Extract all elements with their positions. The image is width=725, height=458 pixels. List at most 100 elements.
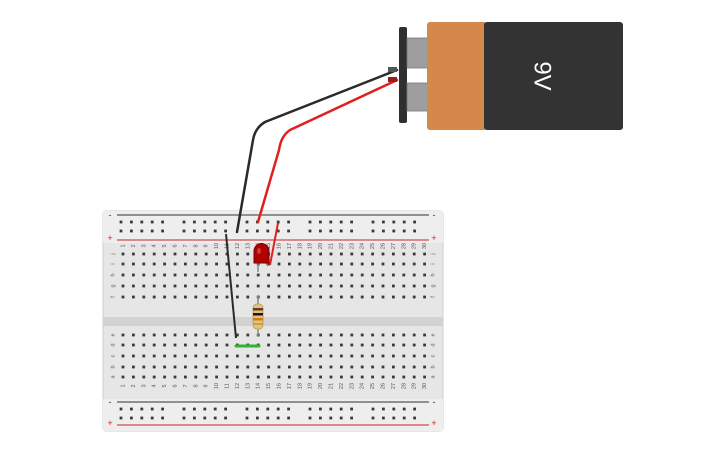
terminal-hole-g25[interactable] bbox=[371, 284, 374, 288]
terminal-hole-b28[interactable] bbox=[402, 365, 406, 369]
terminal-hole-a10[interactable] bbox=[215, 375, 218, 379]
terminal-hole-j1[interactable] bbox=[121, 252, 125, 256]
terminal-hole-b23[interactable] bbox=[350, 365, 354, 369]
terminal-hole-a4[interactable] bbox=[152, 375, 156, 379]
terminal-hole-f28[interactable] bbox=[402, 295, 406, 299]
terminal-hole-g15[interactable] bbox=[267, 284, 270, 288]
terminal-hole-g21[interactable] bbox=[329, 284, 333, 288]
terminal-hole-i11[interactable] bbox=[225, 262, 229, 266]
terminal-hole-g2[interactable] bbox=[132, 284, 135, 288]
terminal-hole-j10[interactable] bbox=[215, 252, 218, 256]
rail-hole[interactable] bbox=[392, 229, 396, 233]
rail-hole[interactable] bbox=[245, 220, 249, 224]
terminal-hole-c17[interactable] bbox=[288, 354, 291, 358]
terminal-hole-h24[interactable] bbox=[360, 273, 364, 277]
terminal-hole-f13[interactable] bbox=[246, 295, 250, 299]
terminal-hole-c28[interactable] bbox=[402, 354, 406, 358]
rail-hole[interactable] bbox=[182, 416, 186, 420]
terminal-hole-g16[interactable] bbox=[277, 284, 281, 288]
terminal-hole-i20[interactable] bbox=[319, 262, 322, 266]
terminal-hole-h25[interactable] bbox=[371, 273, 374, 277]
terminal-hole-f20[interactable] bbox=[319, 295, 322, 299]
terminal-hole-b11[interactable] bbox=[225, 365, 229, 369]
terminal-hole-h7[interactable] bbox=[184, 273, 187, 277]
rail-hole[interactable] bbox=[350, 220, 353, 224]
terminal-hole-h22[interactable] bbox=[340, 273, 343, 277]
terminal-hole-i30[interactable] bbox=[423, 262, 426, 266]
terminal-hole-d3[interactable] bbox=[142, 343, 146, 347]
terminal-hole-b20[interactable] bbox=[319, 365, 322, 369]
terminal-hole-d17[interactable] bbox=[288, 343, 291, 347]
terminal-hole-c13[interactable] bbox=[246, 354, 250, 358]
terminal-hole-h13[interactable] bbox=[246, 273, 250, 277]
rail-hole[interactable] bbox=[319, 407, 322, 411]
terminal-hole-d1[interactable] bbox=[121, 343, 125, 347]
terminal-hole-e17[interactable] bbox=[288, 333, 291, 337]
terminal-hole-c3[interactable] bbox=[142, 354, 146, 358]
terminal-hole-e25[interactable] bbox=[371, 333, 374, 337]
terminal-hole-e6[interactable] bbox=[173, 333, 177, 337]
terminal-hole-c27[interactable] bbox=[392, 354, 395, 358]
terminal-hole-d28[interactable] bbox=[402, 343, 406, 347]
rail-hole[interactable] bbox=[413, 416, 416, 420]
rail-hole[interactable] bbox=[245, 416, 249, 420]
rail-hole[interactable] bbox=[224, 220, 227, 224]
terminal-hole-b15[interactable] bbox=[267, 365, 270, 369]
terminal-hole-c2[interactable] bbox=[132, 354, 135, 358]
terminal-hole-f22[interactable] bbox=[340, 295, 343, 299]
terminal-hole-h17[interactable] bbox=[288, 273, 291, 277]
rail-hole[interactable] bbox=[140, 229, 144, 233]
terminal-hole-b27[interactable] bbox=[392, 365, 395, 369]
terminal-hole-g7[interactable] bbox=[184, 284, 187, 288]
terminal-hole-a9[interactable] bbox=[204, 375, 208, 379]
terminal-hole-c10[interactable] bbox=[215, 354, 218, 358]
terminal-hole-e15[interactable] bbox=[267, 333, 270, 337]
rail-hole[interactable] bbox=[339, 229, 343, 233]
terminal-hole-b24[interactable] bbox=[360, 365, 364, 369]
terminal-hole-j28[interactable] bbox=[402, 252, 406, 256]
terminal-hole-h1[interactable] bbox=[121, 273, 125, 277]
terminal-hole-b13[interactable] bbox=[246, 365, 250, 369]
terminal-hole-j26[interactable] bbox=[381, 252, 385, 256]
rail-hole[interactable] bbox=[371, 229, 375, 233]
terminal-hole-b4[interactable] bbox=[152, 365, 156, 369]
resistor[interactable] bbox=[252, 296, 264, 336]
terminal-hole-g26[interactable] bbox=[381, 284, 385, 288]
rail-hole[interactable] bbox=[213, 416, 217, 420]
terminal-hole-g23[interactable] bbox=[350, 284, 354, 288]
rail-hole[interactable] bbox=[193, 220, 196, 224]
rail-hole[interactable] bbox=[130, 220, 133, 224]
terminal-hole-a13[interactable] bbox=[246, 375, 250, 379]
terminal-hole-d30[interactable] bbox=[423, 343, 426, 347]
rail-hole[interactable] bbox=[276, 416, 280, 420]
terminal-hole-e22[interactable] bbox=[340, 333, 343, 337]
rail-hole[interactable] bbox=[245, 407, 249, 411]
terminal-hole-a16[interactable] bbox=[277, 375, 281, 379]
terminal-hole-f10[interactable] bbox=[215, 295, 218, 299]
terminal-hole-g20[interactable] bbox=[319, 284, 322, 288]
terminal-hole-c16[interactable] bbox=[277, 354, 281, 358]
rail-hole[interactable] bbox=[308, 407, 312, 411]
rail-hole[interactable] bbox=[287, 416, 290, 420]
terminal-hole-i23[interactable] bbox=[350, 262, 354, 266]
terminal-hole-j2[interactable] bbox=[132, 252, 135, 256]
terminal-hole-b16[interactable] bbox=[277, 365, 281, 369]
terminal-hole-e5[interactable] bbox=[163, 333, 166, 337]
rail-hole[interactable] bbox=[224, 407, 227, 411]
terminal-hole-f9[interactable] bbox=[204, 295, 208, 299]
terminal-hole-g12[interactable] bbox=[236, 284, 239, 288]
terminal-hole-f27[interactable] bbox=[392, 295, 395, 299]
terminal-hole-i21[interactable] bbox=[329, 262, 333, 266]
rail-hole[interactable] bbox=[276, 407, 280, 411]
terminal-hole-h8[interactable] bbox=[194, 273, 198, 277]
rail-hole[interactable] bbox=[392, 416, 396, 420]
rail-hole[interactable] bbox=[161, 220, 164, 224]
terminal-hole-i22[interactable] bbox=[340, 262, 343, 266]
terminal-hole-e21[interactable] bbox=[329, 333, 333, 337]
terminal-hole-e16[interactable] bbox=[277, 333, 281, 337]
terminal-hole-f7[interactable] bbox=[184, 295, 187, 299]
terminal-hole-e3[interactable] bbox=[142, 333, 146, 337]
rail-hole[interactable] bbox=[402, 229, 406, 233]
terminal-hole-i5[interactable] bbox=[163, 262, 166, 266]
